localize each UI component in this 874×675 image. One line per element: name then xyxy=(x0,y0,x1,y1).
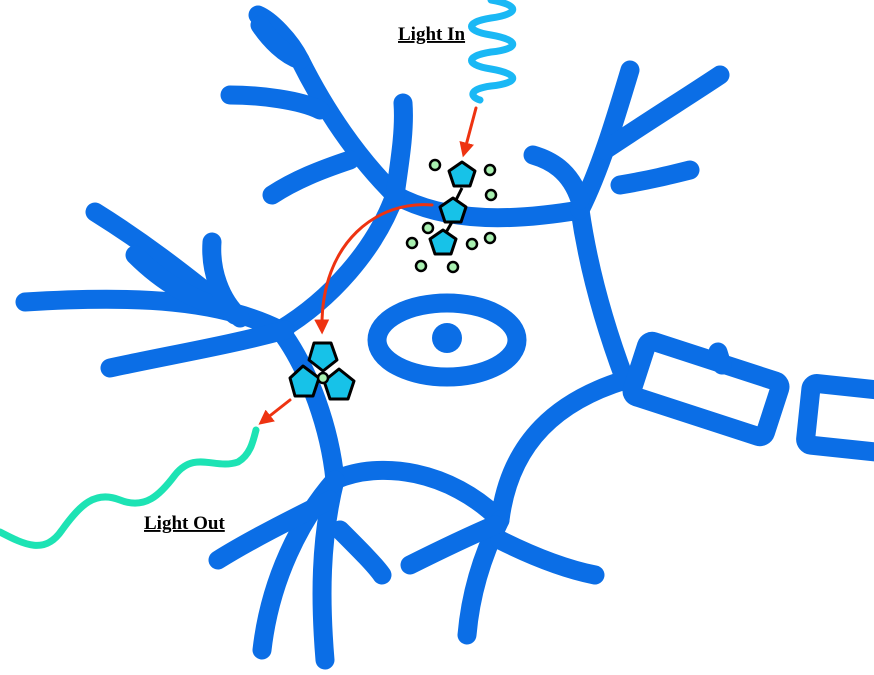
molecule-pentagon xyxy=(438,196,468,224)
dendrite-branch xyxy=(262,150,360,205)
particle-dot xyxy=(414,259,428,273)
dendrite-branch xyxy=(100,320,295,378)
dendrite-branch xyxy=(523,145,590,210)
dendrite-top-left xyxy=(248,5,405,205)
particle-dot xyxy=(484,188,498,202)
label-light-out: Light Out xyxy=(144,513,225,534)
molecule-cluster xyxy=(288,341,356,401)
arrow-light-in xyxy=(459,106,478,158)
dendrite-branch xyxy=(125,245,240,320)
myelin-sheath xyxy=(796,374,874,464)
dendrite-branch xyxy=(250,15,310,70)
particle-dot xyxy=(483,231,497,245)
dendrite-branch xyxy=(220,85,330,120)
particle-dot xyxy=(405,236,419,250)
particle-dot xyxy=(465,237,479,251)
dendrite-branch xyxy=(208,490,340,570)
arrows xyxy=(258,106,478,425)
dendrite-branch xyxy=(595,65,730,160)
nucleolus xyxy=(432,323,462,353)
particle-dot xyxy=(316,371,330,385)
molecule-pentagon xyxy=(428,228,458,256)
molecule-pentagon xyxy=(322,367,356,401)
nucleus xyxy=(367,293,527,387)
arrow-light-out xyxy=(258,398,292,425)
dendrite-branch xyxy=(330,520,392,585)
molecule-pentagon xyxy=(447,160,477,188)
particle-dot xyxy=(483,163,497,177)
myelin-sheath xyxy=(622,331,790,447)
particle-dot xyxy=(428,158,442,172)
dendrite-branch xyxy=(385,93,413,205)
particles xyxy=(405,158,498,274)
dendrite-branch xyxy=(400,515,505,575)
myelin-sheath-bump xyxy=(708,342,732,375)
molecule-chain xyxy=(428,160,477,256)
light-in-wave xyxy=(468,0,516,104)
arrow-molecule-transfer xyxy=(314,203,434,335)
particle-dot xyxy=(421,221,435,235)
label-light-in: Light In xyxy=(398,24,465,45)
light-out-wave xyxy=(0,426,260,549)
dendrite-branch xyxy=(610,160,700,195)
dendrite-branch xyxy=(490,530,605,585)
molecule-pentagon xyxy=(307,341,339,373)
molecule-pentagon xyxy=(288,364,321,398)
dendrite-branch xyxy=(202,232,250,328)
dendrite-left xyxy=(15,289,290,340)
neuron xyxy=(15,5,874,670)
particle-dot xyxy=(446,260,460,274)
axon xyxy=(622,331,874,464)
